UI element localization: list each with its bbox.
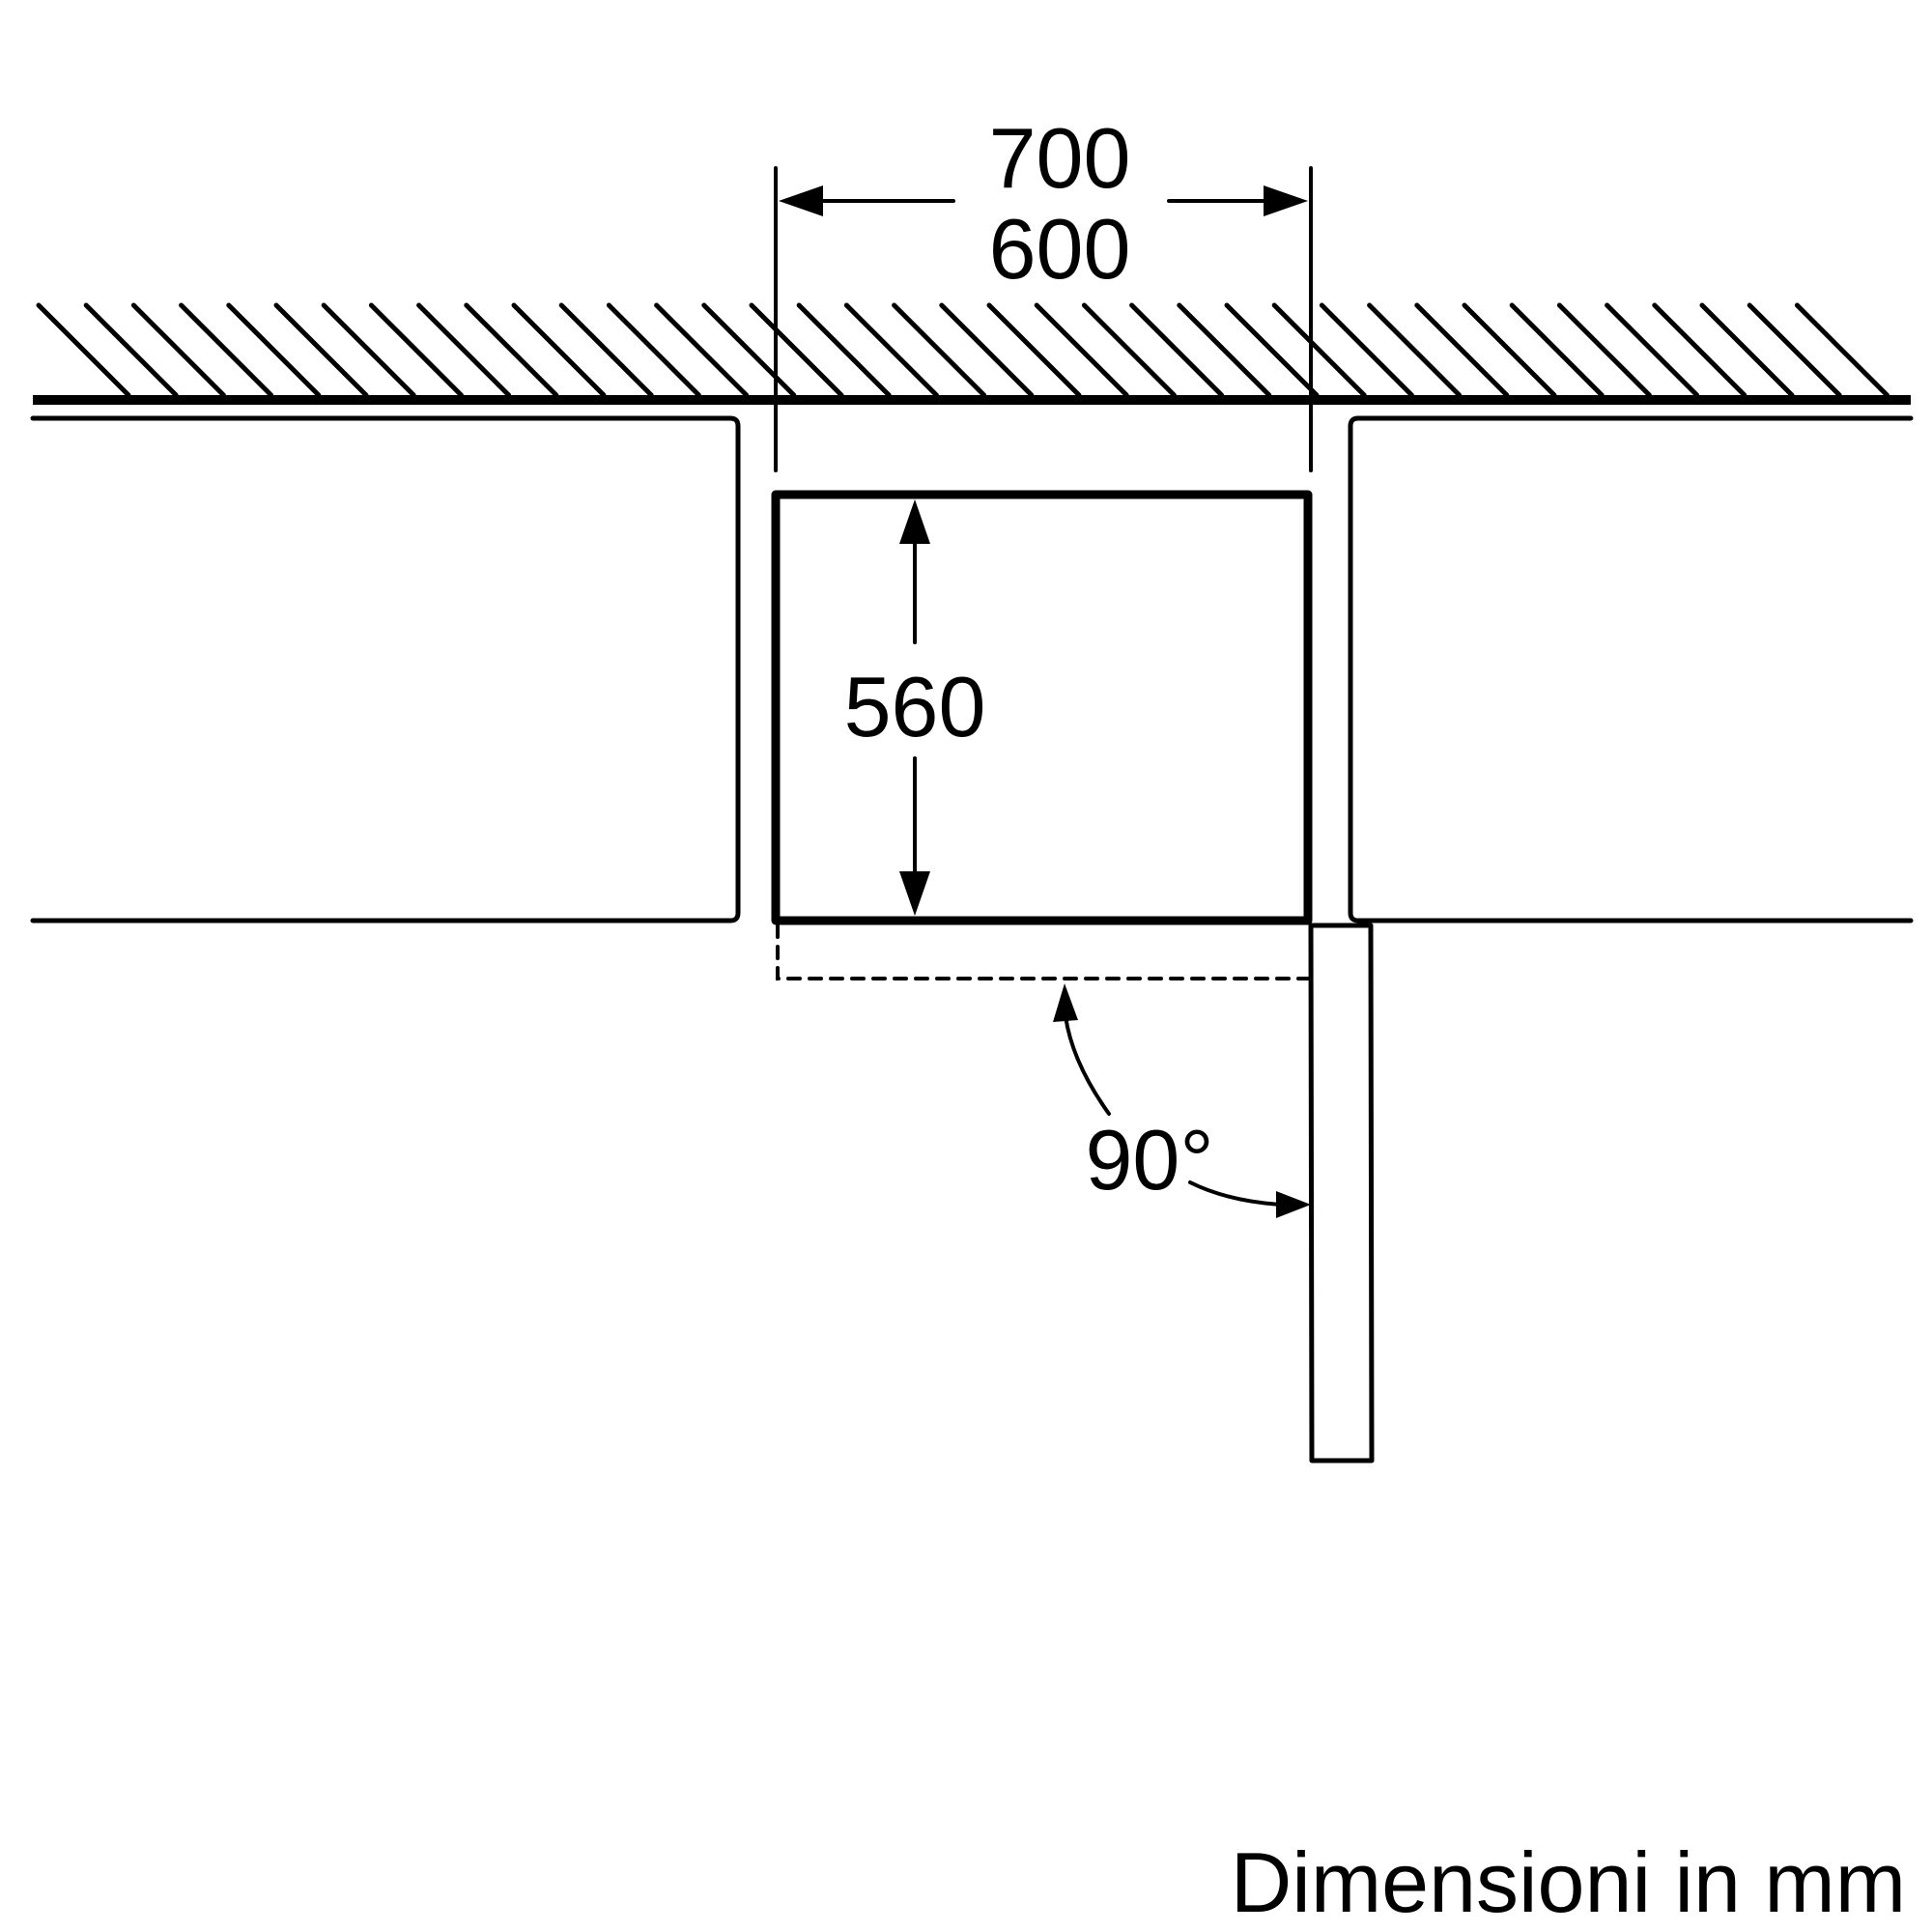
left-cabinet — [30, 415, 741, 923]
hatch-line — [1509, 302, 1605, 398]
hatch-line — [321, 302, 416, 398]
hatch-line — [368, 302, 464, 398]
hatch-line — [1556, 302, 1652, 398]
hatch-line — [511, 302, 607, 398]
hatch-line — [1319, 302, 1414, 398]
hatch-line — [464, 302, 559, 398]
hatch-line — [1605, 302, 1700, 398]
hatch-line — [1699, 302, 1795, 398]
door-swing-dashed-outline — [776, 923, 1313, 980]
hatch-line — [130, 302, 226, 398]
hatch-line — [1177, 302, 1272, 398]
hatch-line — [1794, 302, 1889, 398]
units-note: Dimensioni in mm — [1231, 1834, 1906, 1930]
hatch-line — [1367, 302, 1463, 398]
appliance-body — [771, 490, 1313, 925]
door-angle-label: 90° — [1085, 1112, 1213, 1208]
hatch-line — [36, 302, 131, 398]
hatch-line — [986, 302, 1082, 398]
hatch-line — [1747, 302, 1842, 398]
width-inner-label: 600 — [989, 201, 1131, 297]
open-door-panel — [1308, 923, 1375, 1463]
hatch-line — [558, 302, 654, 398]
hatch-line — [749, 302, 844, 398]
hatch-line — [939, 302, 1035, 398]
hatch-line — [416, 302, 512, 398]
hatch-line — [701, 302, 797, 398]
hatch-line — [1129, 302, 1225, 398]
width-dimension-arrow — [779, 185, 1308, 216]
angle-arrow-up — [1053, 983, 1111, 1116]
hatch-line — [83, 302, 179, 398]
angle-arrow-right — [1188, 1180, 1311, 1218]
hatch-line — [1034, 302, 1129, 398]
hatch-line — [1462, 302, 1557, 398]
hatch-line — [843, 302, 939, 398]
hatch-line — [796, 302, 892, 398]
hatch-line — [1081, 302, 1177, 398]
hatch-line — [654, 302, 750, 398]
hatch-line — [179, 302, 274, 398]
hatch-line — [1224, 302, 1320, 398]
hatch-line — [1652, 302, 1747, 398]
width-outer-label: 700 — [989, 110, 1131, 206]
depth-dimension-arrow — [899, 499, 930, 916]
depth-label: 560 — [844, 659, 986, 754]
hatch-line — [606, 302, 701, 398]
hatch-line — [1414, 302, 1510, 398]
hatch-line — [1271, 302, 1367, 398]
right-cabinet — [1348, 415, 1914, 923]
hatch-line — [273, 302, 369, 398]
hatch-line — [226, 302, 322, 398]
wall-hatching — [36, 302, 1889, 398]
hatch-line — [892, 302, 987, 398]
